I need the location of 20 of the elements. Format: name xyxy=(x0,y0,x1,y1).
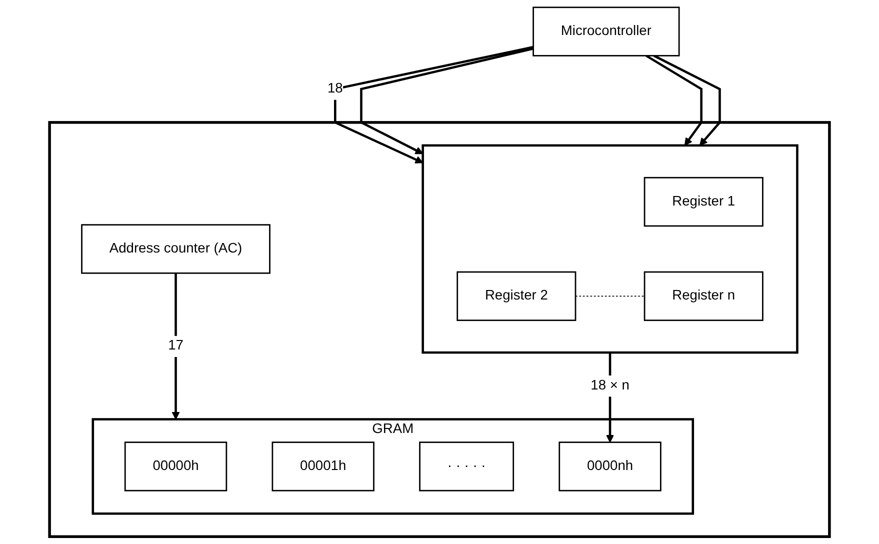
connector xyxy=(575,296,645,297)
arrow xyxy=(646,54,702,146)
node-box: 00001h xyxy=(272,442,374,492)
node-box: 0000nh xyxy=(558,442,662,492)
edge-label: 17 xyxy=(168,338,184,354)
edge-label: 18 xyxy=(327,80,343,96)
arrow xyxy=(172,273,180,420)
cluster xyxy=(422,144,798,354)
node-box: Register n xyxy=(644,271,764,322)
arrow xyxy=(653,54,721,146)
node-box: Microcontroller xyxy=(532,6,680,56)
node-box: · · · · · xyxy=(419,442,514,492)
node-box: 00000h xyxy=(124,442,228,492)
node-box: Register 2 xyxy=(456,271,576,322)
node-box: Register 1 xyxy=(644,176,764,227)
edge-label: 18 × n xyxy=(590,377,630,394)
cluster xyxy=(48,121,831,538)
arrow xyxy=(360,48,534,154)
arrow xyxy=(334,46,534,164)
node-box: Address counter (AC) xyxy=(81,224,270,274)
